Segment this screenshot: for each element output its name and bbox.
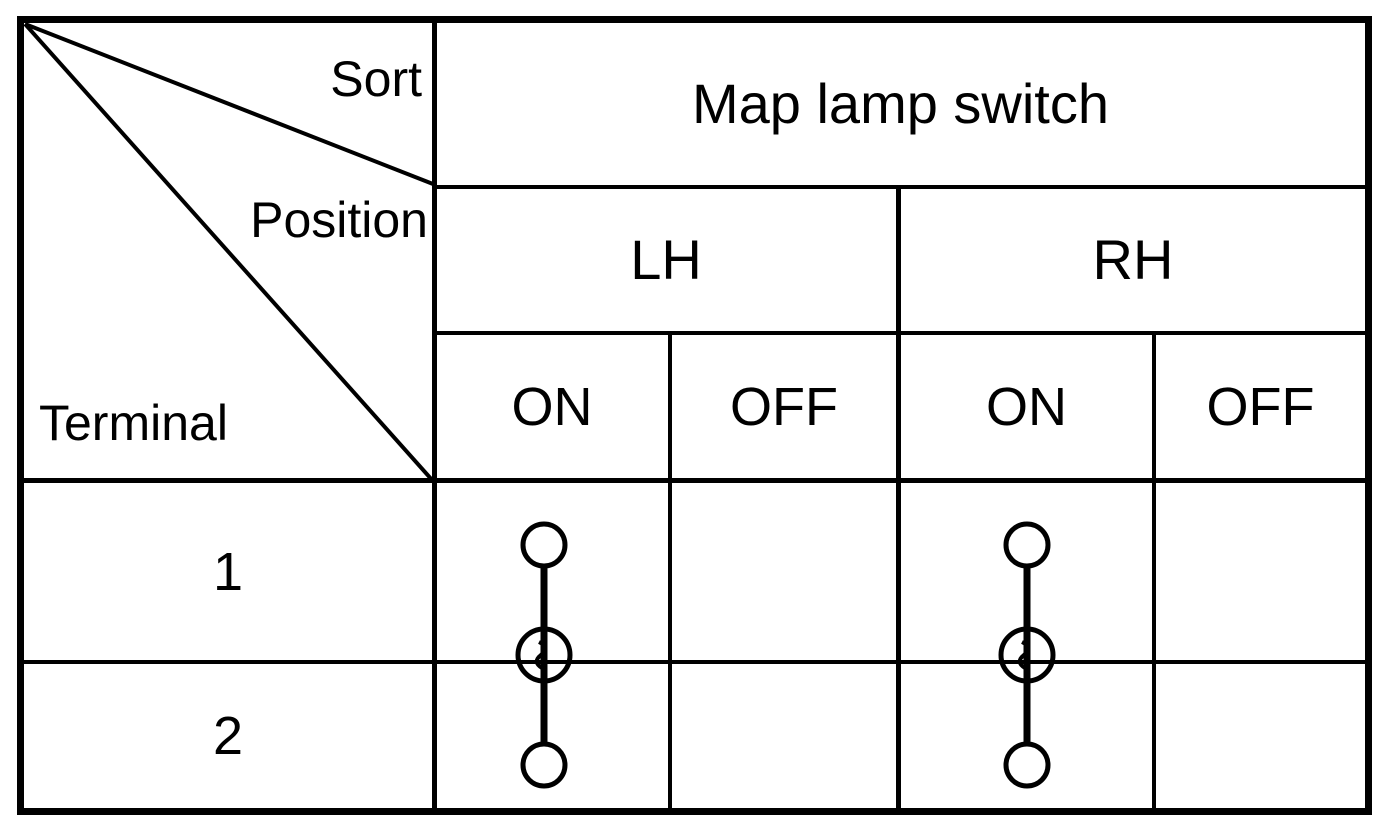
header-state-lh-off: OFF [730,376,838,437]
corner-label-terminal: Terminal [39,395,228,451]
header-state-rh-off: OFF [1206,376,1315,437]
header-state-lh-on: ON [511,376,593,437]
header-state-rh-on: ON [986,376,1067,437]
body-cell-rh-on-terminal-2 [901,664,1152,808]
rule-lh-rh [896,185,901,808]
rule-rh-on-off [1152,331,1156,808]
corner-label-position: Position [250,192,428,248]
header-title-map-lamp-switch: Map lamp switch [691,72,1110,135]
rule-stub-column [432,23,437,808]
body-cell-rh-off-terminal-2 [1156,664,1365,808]
body-cell-lh-off-terminal-1 [672,483,896,660]
body-cell-lh-on-terminal-2 [436,664,668,808]
terminal-label-2: 2 [212,706,244,766]
continuity-table: Sort Position Terminal Map lamp switch L… [17,16,1372,815]
body-cell-lh-off-terminal-2 [672,664,896,808]
header-side-lh: LH [630,228,702,291]
terminal-label-1: 1 [212,541,244,602]
rule-between-terminal-rows [24,660,1365,664]
header-side-rh: RH [1092,228,1174,291]
rule-under-state [24,478,1365,483]
body-cell-lh-on-terminal-1 [436,483,668,660]
corner-header-cell: Sort Position Terminal [24,23,434,485]
body-cell-rh-off-terminal-1 [1156,483,1365,660]
rule-lh-on-off [668,331,672,808]
corner-label-sort: Sort [330,51,422,107]
corner-diagonal-lines [24,23,434,483]
body-cell-rh-on-terminal-1 [901,483,1152,660]
